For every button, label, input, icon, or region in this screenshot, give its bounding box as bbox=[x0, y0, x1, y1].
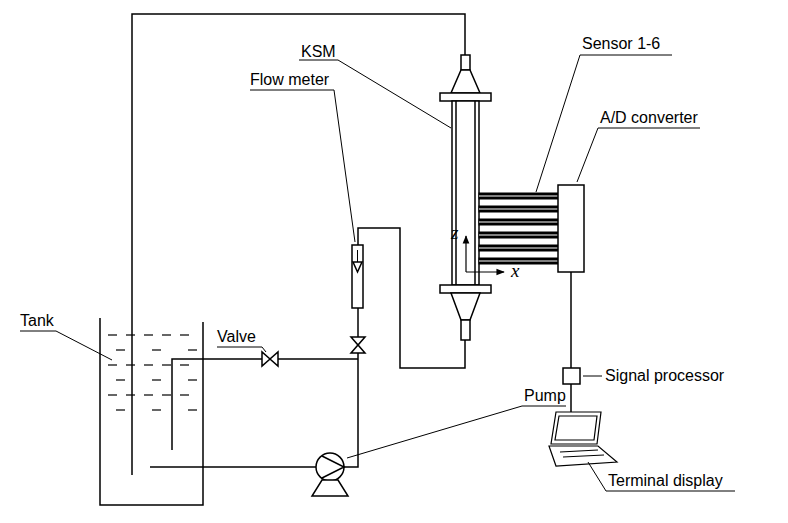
part-label: A/D converter bbox=[600, 109, 698, 127]
signal-wire bbox=[570, 384, 572, 412]
flow-meter-float bbox=[353, 262, 362, 272]
x-axis bbox=[466, 271, 504, 272]
leader-lines bbox=[20, 55, 735, 491]
bypass-pipe bbox=[278, 358, 358, 360]
part-label: Tank bbox=[20, 312, 54, 330]
ad-converter-box bbox=[558, 185, 584, 272]
delivery-pipe bbox=[358, 228, 465, 368]
part-label: Terminal display bbox=[608, 472, 723, 490]
part-label: Pump bbox=[524, 387, 566, 405]
flow-meter-float bbox=[357, 250, 358, 262]
z-axis bbox=[465, 236, 466, 272]
signal-processor-box bbox=[563, 368, 580, 384]
part-label: Signal processor bbox=[605, 367, 724, 385]
delivery-pipe bbox=[357, 308, 359, 337]
part-label: KSM bbox=[301, 43, 336, 61]
axis-label: z bbox=[451, 224, 458, 242]
valve-symbol bbox=[351, 337, 365, 353]
pump-symbol bbox=[316, 453, 344, 481]
pump-symbol bbox=[322, 456, 344, 478]
laptop-icon bbox=[549, 412, 617, 466]
tank-outline bbox=[100, 318, 203, 505]
part-label: Flow meter bbox=[250, 71, 329, 89]
signal-wire bbox=[570, 272, 572, 368]
water-surface bbox=[108, 335, 197, 410]
sensor-bars bbox=[479, 193, 558, 264]
axis-label: x bbox=[511, 262, 519, 280]
flow-meter-tube bbox=[352, 245, 363, 308]
return-pipe bbox=[132, 14, 465, 475]
delivery-pipe bbox=[344, 353, 358, 467]
part-label: Valve bbox=[217, 328, 256, 346]
suction-pipe bbox=[150, 466, 316, 468]
valve-symbol bbox=[262, 352, 278, 366]
pump-base bbox=[312, 480, 348, 496]
part-label: Sensor 1-6 bbox=[582, 35, 660, 53]
bypass-pipe bbox=[172, 359, 262, 450]
